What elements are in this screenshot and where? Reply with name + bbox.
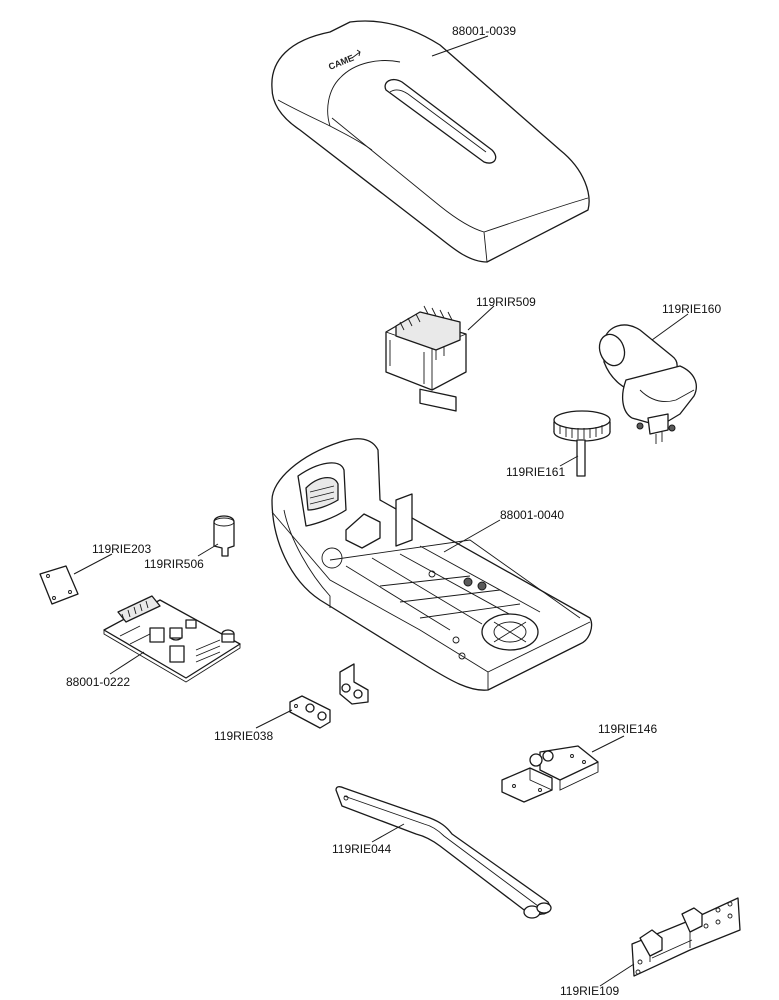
label-small-plate: 119RIE203: [92, 542, 151, 556]
control-board-part: [103, 595, 241, 683]
door-bracket-part: [501, 745, 599, 803]
small-plate-part: [39, 565, 79, 605]
label-small-brackets: 119RIE038: [214, 729, 273, 743]
knob-part: [553, 410, 611, 477]
label-base: 88001-0040: [500, 508, 564, 522]
label-transformer: 119RIR509: [476, 295, 536, 309]
motor-part: [598, 324, 697, 444]
label-lamp: 119RIR506: [144, 557, 204, 571]
leader-lines: [73, 35, 689, 987]
label-mount-bracket: 119RIE109: [560, 984, 619, 998]
label-control-board: 88001-0222: [66, 675, 130, 689]
arm-part: [335, 786, 552, 919]
lamp-part: [213, 515, 235, 557]
label-door-bracket: 119RIE146: [598, 722, 657, 736]
label-arm: 119RIE044: [332, 842, 391, 856]
label-motor: 119RIE160: [662, 302, 721, 316]
label-cover: 88001-0039: [452, 24, 516, 38]
label-knob: 119RIE161: [506, 465, 565, 479]
small-brackets-part: [289, 663, 369, 729]
cover-part: CAME: [271, 20, 590, 263]
part-labels: 88001-0039 119RIR509 119RIE160 119RIE161…: [66, 24, 721, 998]
base-part: [271, 438, 593, 691]
mount-bracket-part: [631, 897, 741, 977]
transformer-part: [385, 305, 467, 412]
